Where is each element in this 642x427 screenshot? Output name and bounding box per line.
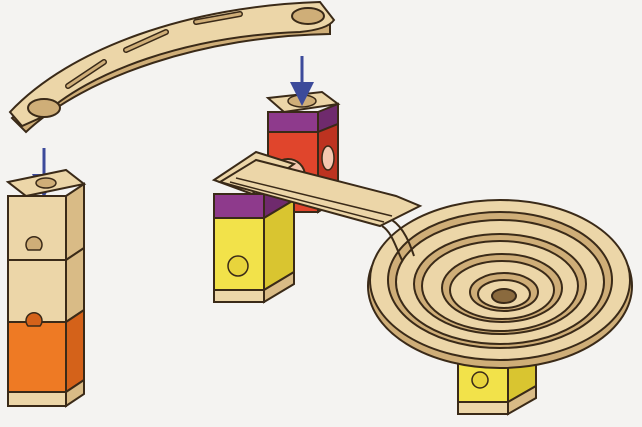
tall-block-tower	[8, 170, 84, 406]
spiral-track	[368, 200, 632, 368]
